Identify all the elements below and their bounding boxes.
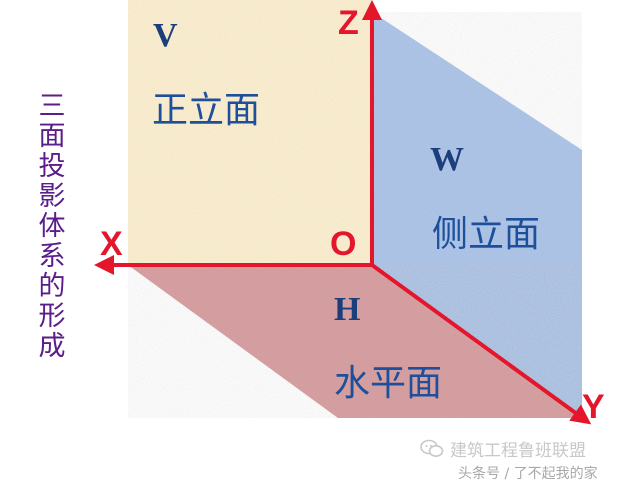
vertical-title-char: 面 xyxy=(38,121,66,152)
vertical-title-char: 体 xyxy=(38,211,66,242)
vertical-title-char: 系 xyxy=(38,241,66,272)
plane-v xyxy=(128,0,372,265)
plane-h-name: 水平面 xyxy=(334,363,442,404)
origin-label: O xyxy=(330,225,356,263)
vertical-title-char: 影 xyxy=(38,181,66,212)
watermark-source: 头条号 / 了不起我的家 xyxy=(458,466,598,482)
wechat-icon xyxy=(420,439,444,457)
y-axis-label: Y xyxy=(582,388,605,426)
z-axis-label: Z xyxy=(338,4,359,42)
plane-v-name: 正立面 xyxy=(152,90,260,131)
watermark: 建筑工程鲁班联盟 头条号 / 了不起我的家 xyxy=(420,436,598,483)
plane-w-letter: W xyxy=(430,141,464,178)
vertical-title-char: 形 xyxy=(38,301,66,332)
plane-w xyxy=(372,12,582,418)
plane-w-name: 侧立面 xyxy=(432,214,540,255)
x-axis-label: X xyxy=(100,225,123,263)
watermark-account-name: 建筑工程鲁班联盟 xyxy=(450,441,586,461)
plane-h-letter: H xyxy=(334,291,360,328)
vertical-title-char: 投 xyxy=(38,151,66,182)
vertical-title-char: 的 xyxy=(38,271,66,302)
y-axis xyxy=(370,263,592,425)
vertical-title: 三面投影体系的形成 xyxy=(32,92,72,362)
plane-h xyxy=(128,265,582,418)
vertical-title-char: 成 xyxy=(38,331,66,362)
plane-v-letter: V xyxy=(153,17,178,54)
vertical-title-char: 三 xyxy=(38,91,66,122)
